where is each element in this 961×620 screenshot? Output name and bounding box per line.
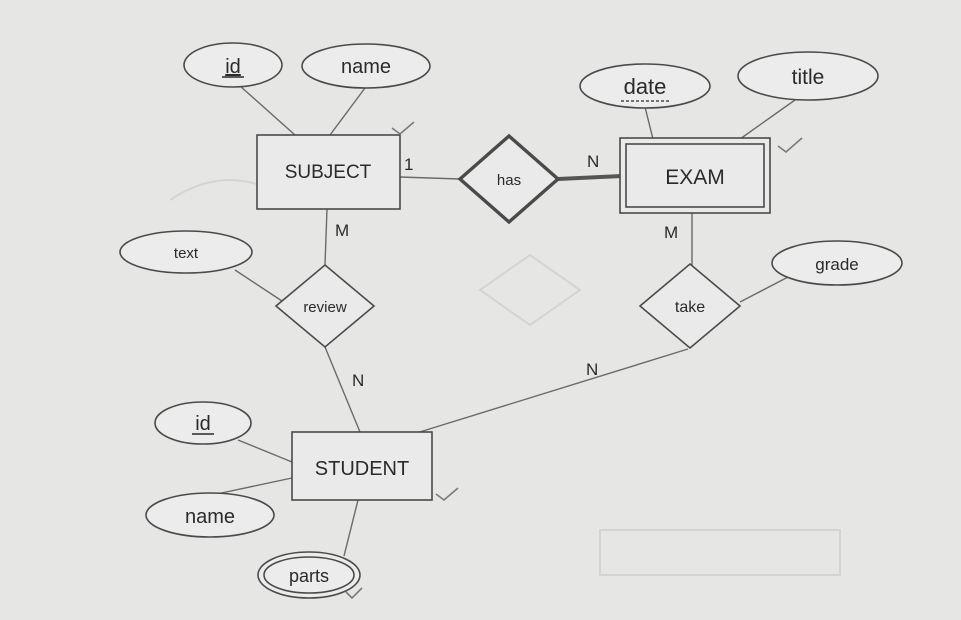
line-subject-id	[239, 85, 296, 136]
relationship-review-label: review	[303, 299, 347, 316]
relationship-has-label: has	[497, 172, 521, 189]
check-mark-parts-icon	[345, 587, 363, 600]
entity-subject: SUBJECT	[256, 134, 401, 210]
attribute-student-parts-label: parts	[289, 566, 329, 586]
line-review-text	[234, 269, 283, 302]
attribute-student-name: name	[145, 492, 275, 538]
attribute-take-grade-label: grade	[815, 255, 858, 274]
attribute-review-text-label: text	[174, 245, 199, 262]
relationship-has-identifying: has	[457, 133, 561, 225]
cardinality-exam-has: N	[587, 152, 599, 171]
cardinality-labels: 1 N M N M N	[335, 152, 678, 390]
check-marks	[345, 121, 803, 600]
attribute-exam-title-label: title	[792, 66, 825, 89]
attribute-student-parts-multivalued: parts	[257, 551, 361, 599]
attribute-subject-name-label: name	[341, 56, 391, 78]
check-mark-exam-icon	[777, 137, 803, 154]
cardinality-subject-review: M	[335, 221, 349, 240]
attribute-student-id-key: id	[154, 401, 252, 445]
attribute-student-name-label: name	[185, 506, 235, 528]
line-review-student	[324, 346, 361, 433]
relationship-take: take	[638, 262, 742, 350]
line-exam-date	[644, 106, 654, 140]
attribute-subject-id-label: id	[225, 56, 241, 78]
relationship-review: review	[274, 263, 376, 349]
attribute-take-grade: grade	[771, 240, 903, 286]
line-subject-name	[329, 87, 366, 136]
attribute-student-id-label: id	[195, 413, 211, 435]
line-student-id	[237, 439, 293, 463]
line-take-grade	[739, 275, 791, 303]
connector-lines	[211, 85, 796, 557]
line-subject-review	[324, 208, 328, 266]
line-take-student	[409, 348, 689, 436]
line-student-parts	[343, 499, 359, 557]
cardinality-subject-has: 1	[404, 155, 413, 174]
attribute-exam-date-label: date	[624, 74, 667, 99]
cardinality-student-review: N	[352, 371, 364, 390]
attribute-subject-id-key: id	[183, 42, 283, 88]
attribute-subject-name: name	[301, 43, 431, 89]
line-has-exam	[557, 174, 623, 181]
cardinality-student-take: N	[586, 360, 598, 379]
attribute-exam-title: title	[737, 51, 879, 101]
entity-student: STUDENT	[291, 431, 433, 501]
entity-student-label: STUDENT	[315, 458, 409, 480]
line-exam-title	[739, 99, 796, 140]
cardinality-exam-take: M	[664, 223, 678, 242]
entity-exam-label: EXAM	[665, 166, 725, 189]
relationship-take-label: take	[675, 299, 705, 316]
attribute-review-text: text	[119, 230, 253, 274]
line-student-name	[211, 477, 293, 496]
line-subject-has	[399, 176, 461, 180]
check-mark-student-icon	[435, 487, 459, 502]
attribute-exam-date-partial-key: date	[579, 63, 711, 109]
entity-subject-label: SUBJECT	[285, 162, 372, 183]
check-mark-subject-icon	[391, 121, 415, 136]
entity-exam-weak: EXAM	[619, 137, 771, 214]
